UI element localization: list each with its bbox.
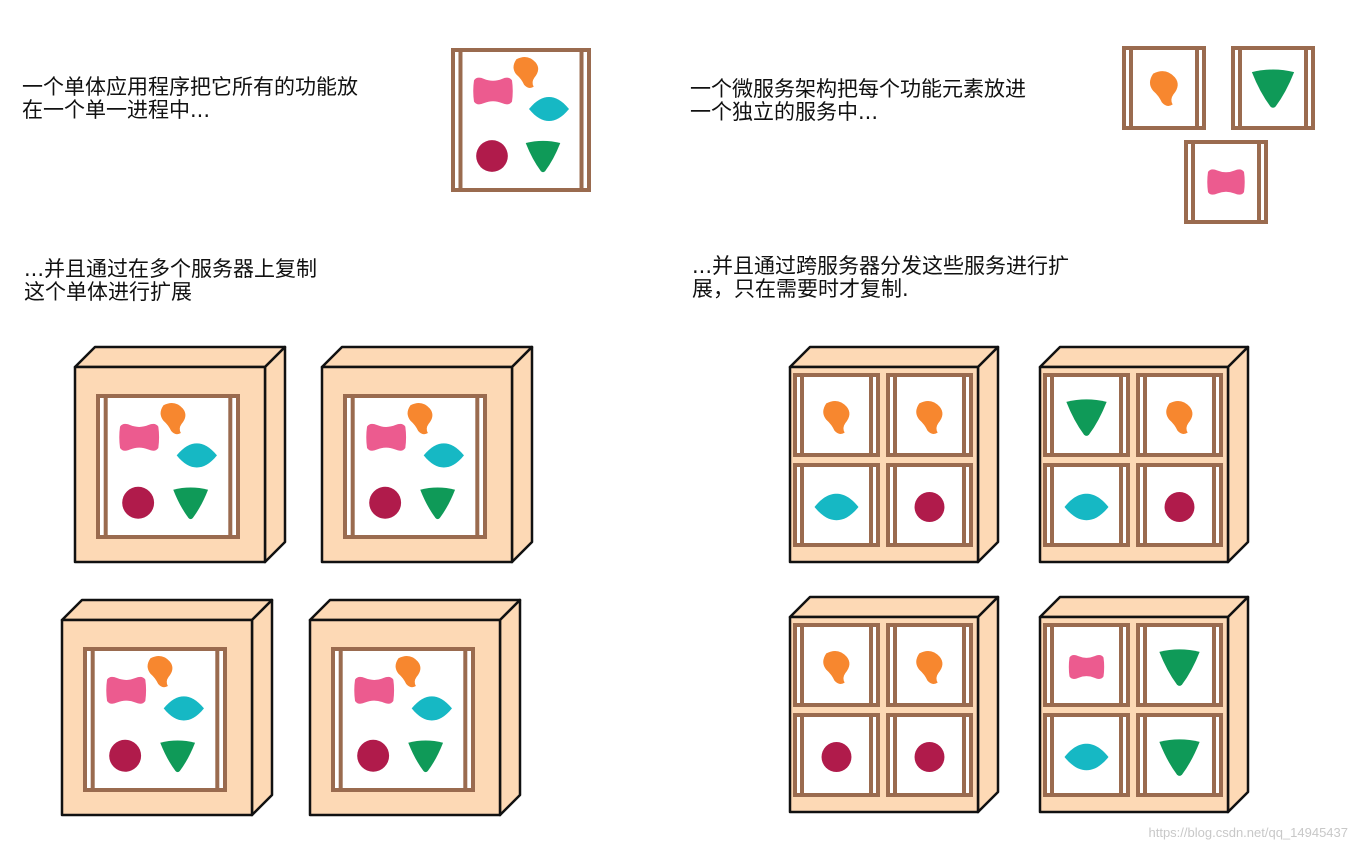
service-instance	[1136, 463, 1223, 547]
green-triangle-icon	[420, 487, 456, 520]
maroon-circle-icon	[821, 742, 852, 772]
orange-blob-icon	[823, 651, 850, 684]
standalone-service	[1231, 46, 1315, 130]
service-instance	[1136, 623, 1223, 707]
green-triangle-icon	[525, 140, 561, 173]
cyan-diamond-icon	[411, 696, 452, 721]
microservice-server	[1038, 595, 1250, 814]
service-instance	[1043, 713, 1130, 797]
maroon-circle-icon	[109, 739, 142, 772]
orange-blob-icon	[147, 655, 173, 688]
orange-blob-icon	[513, 56, 539, 88]
watermark: https://blog.csdn.net/qq_14945437	[1148, 825, 1349, 840]
orange-blob-icon	[916, 651, 943, 684]
service-instance	[793, 713, 880, 797]
maroon-circle-icon	[476, 140, 508, 172]
green-triangle-icon	[173, 487, 209, 520]
pink-blob-icon	[366, 423, 407, 451]
cyan-diamond-icon	[423, 443, 464, 468]
service-instance	[1136, 373, 1223, 457]
maroon-circle-icon	[369, 486, 402, 519]
green-triangle-icon	[1066, 399, 1107, 436]
service-instance	[1043, 373, 1130, 457]
cyan-diamond-icon	[529, 97, 569, 121]
service-instance	[886, 623, 973, 707]
monolith-server	[308, 598, 522, 817]
pink-blob-icon	[106, 676, 147, 704]
pink-blob-icon	[1207, 169, 1245, 195]
orange-blob-icon	[407, 402, 433, 435]
cyan-diamond-icon	[163, 696, 204, 721]
monolith-server	[320, 345, 534, 564]
pink-blob-icon	[1068, 655, 1105, 679]
cyan-diamond-icon	[814, 493, 859, 521]
green-triangle-icon	[408, 740, 444, 773]
orange-blob-icon	[1149, 71, 1178, 106]
standalone-service	[1122, 46, 1206, 130]
maroon-circle-icon	[357, 739, 390, 772]
service-instance	[1043, 623, 1130, 707]
monolith-process	[451, 48, 591, 192]
maroon-circle-icon	[914, 742, 945, 772]
pink-blob-icon	[473, 77, 513, 105]
microservice-server	[1038, 345, 1250, 564]
green-triangle-icon	[1159, 649, 1200, 686]
monolith-server	[73, 345, 287, 564]
orange-blob-icon	[916, 401, 943, 434]
service-instance	[793, 373, 880, 457]
microservice-server	[788, 345, 1000, 564]
service-instance	[886, 713, 973, 797]
cyan-diamond-icon	[1064, 493, 1109, 521]
micro-intro-caption: 一个微服务架构把每个功能元素放进 一个独立的服务中...	[690, 77, 1026, 124]
service-instance	[1136, 713, 1223, 797]
green-triangle-icon	[1159, 739, 1200, 776]
service-frame	[886, 623, 973, 707]
cyan-diamond-icon	[1064, 743, 1109, 771]
service-instance	[793, 463, 880, 547]
maroon-circle-icon	[122, 486, 155, 519]
green-triangle-icon	[160, 740, 196, 773]
service-instance	[886, 463, 973, 547]
pink-blob-icon	[354, 676, 395, 704]
maroon-circle-icon	[914, 492, 945, 522]
micro-scale-caption: ...并且通过跨服务器分发这些服务进行扩 展，只在需要时才复制.	[692, 254, 1070, 301]
orange-blob-icon	[823, 401, 850, 434]
service-instance	[793, 623, 880, 707]
orange-blob-icon	[160, 402, 186, 435]
service-frame	[1136, 463, 1223, 547]
pink-blob-icon	[119, 423, 160, 451]
cyan-diamond-icon	[176, 443, 217, 468]
monolith-scale-caption: ...并且通过在多个服务器上复制 这个单体进行扩展	[24, 257, 318, 304]
service-instance	[886, 373, 973, 457]
maroon-circle-icon	[1164, 492, 1195, 522]
standalone-services	[1122, 46, 1315, 224]
service-instance	[1043, 463, 1130, 547]
orange-blob-icon	[1166, 401, 1193, 434]
monolith-server	[60, 598, 274, 817]
microservice-server	[788, 595, 1000, 814]
green-triangle-icon	[1251, 69, 1295, 108]
standalone-service	[1184, 140, 1268, 224]
orange-blob-icon	[395, 655, 421, 688]
monolith-intro-caption: 一个单体应用程序把它所有的功能放 在一个单一进程中...	[22, 75, 358, 122]
